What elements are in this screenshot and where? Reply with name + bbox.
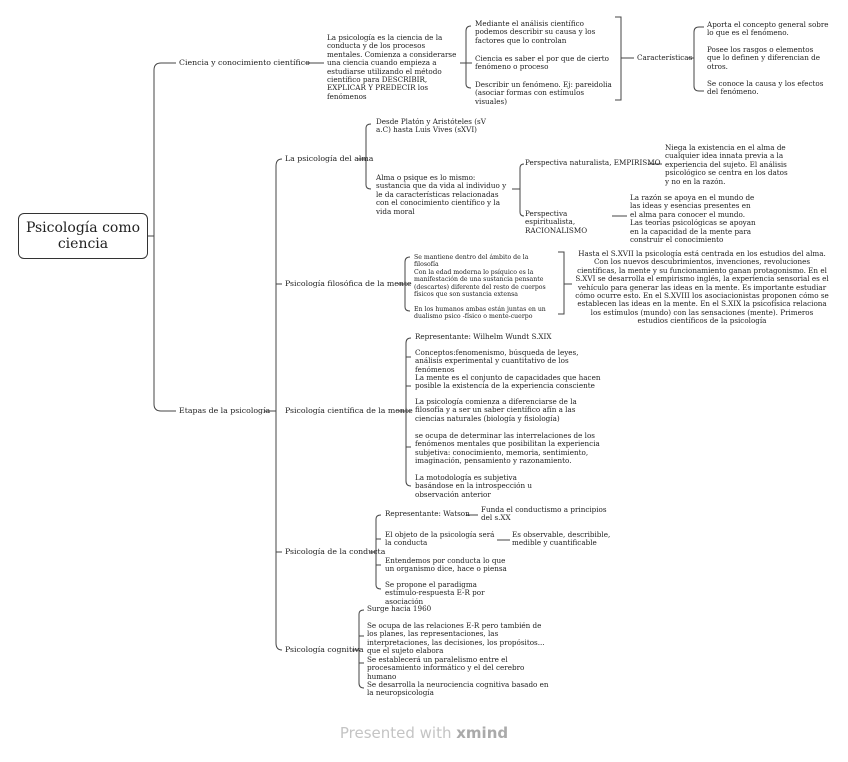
conducta-objeto-detalle[interactable]: Es observable, describible, medible y cu… (512, 530, 611, 548)
branch-etapas[interactable]: Etapas de la psicología (179, 406, 271, 415)
cognitiva-item-4[interactable]: Se desarrolla la neurociencia cognitiva … (367, 680, 549, 698)
cognitiva-item-3[interactable]: Se establecerá un paralelismo entre el p… (367, 655, 525, 681)
conducta-representante-detalle[interactable]: Funda el conductismo a principios del s.… (481, 505, 607, 523)
cientifica-item-6[interactable]: La motodología es subjetiva basándose en… (415, 473, 533, 499)
caracteristica-2[interactable]: Posee los rasgos o elementos que lo defi… (707, 45, 820, 71)
filosofica-item-3[interactable]: En los humanos ambas están juntas en un … (414, 306, 546, 321)
perspectiva-naturalista[interactable]: Perspectiva naturalista, EMPIRISMO (525, 158, 661, 167)
cientifica-item-3[interactable]: La mente es el conjunto de capacidades q… (415, 373, 601, 391)
xmind-logo: xmind (456, 724, 509, 742)
watermark: Presented with xmind (0, 724, 848, 742)
ciencia-point-1[interactable]: Mediante el análisis científico podemos … (475, 19, 596, 45)
conducta-representante[interactable]: Representante: Watson (385, 509, 470, 518)
filosofica-item-1[interactable]: Se mantiene dentro del ámbito de la filo… (414, 254, 529, 269)
branch-ciencia[interactable]: Ciencia y conocimiento científico (179, 58, 310, 67)
caracteristicas-label[interactable]: Características (637, 53, 693, 62)
cientifica-item-2[interactable]: Conceptos:fenomenismo, búsqueda de leyes… (415, 348, 579, 374)
topic-psicologia-conducta[interactable]: Psicología de la conducta (285, 547, 386, 556)
watermark-prefix: Presented with (339, 724, 457, 742)
conducta-objeto[interactable]: El objeto de la psicología será la condu… (385, 530, 495, 548)
cognitiva-item-1[interactable]: Surge hacia 1960 (367, 604, 432, 613)
alma-historia[interactable]: Desde Platón y Aristóteles (sV a.C) hast… (376, 117, 486, 135)
topic-psicologia-cognitiva[interactable]: Psicología cognitiva (285, 645, 364, 654)
perspectiva-espiritualista[interactable]: Perspectiva espiritualista, RACIONALISMO (525, 209, 588, 235)
cientifica-item-4[interactable]: La psicología comienza a diferenciarse d… (415, 397, 577, 423)
caracteristica-3[interactable]: Se conoce la causa y los efectos del fen… (707, 79, 824, 97)
cientifica-item-5[interactable]: se ocupa de determinar las interrelacion… (415, 431, 600, 466)
filosofica-summary[interactable]: Hasta el S.XVII la psicología está centr… (575, 249, 829, 326)
topic-psicologia-alma[interactable]: La psicología del alma (285, 154, 374, 163)
ciencia-point-3[interactable]: Describir un fenómeno. Ej: pareidolia (a… (475, 80, 612, 106)
alma-definicion[interactable]: Alma o psique es lo mismo: sustancia que… (376, 173, 507, 216)
cognitiva-item-2[interactable]: Se ocupa de las relaciones E-R pero tamb… (367, 621, 545, 656)
conducta-item-4[interactable]: Se propone el paradigma estímulo-respues… (385, 580, 485, 606)
caracteristica-1[interactable]: Aporta el concepto general sobre lo que … (707, 20, 829, 38)
filosofica-item-2[interactable]: Con la edad moderna lo psíquico es la ma… (414, 269, 546, 298)
empirismo-descripcion[interactable]: Niega la existencia en el alma de cualqu… (665, 143, 788, 186)
racionalismo-descripcion[interactable]: La razón se apoya en el mundo de las ide… (630, 193, 756, 245)
topic-psicologia-filosofica[interactable]: Psicología filosófica de la mente (285, 279, 412, 288)
ciencia-description[interactable]: La psicología es la ciencia de la conduc… (327, 33, 457, 101)
conducta-item-3[interactable]: Entendemos por conducta lo que un organi… (385, 556, 507, 574)
root-topic[interactable]: Psicología como ciencia (18, 213, 148, 259)
cientifica-item-1[interactable]: Representante: Wilhelm Wundt S.XIX (415, 332, 552, 341)
ciencia-point-2[interactable]: Ciencia es saber el por que de cierto fe… (475, 54, 609, 72)
topic-psicologia-cientifica[interactable]: Psicología científica de la mente (285, 406, 413, 415)
